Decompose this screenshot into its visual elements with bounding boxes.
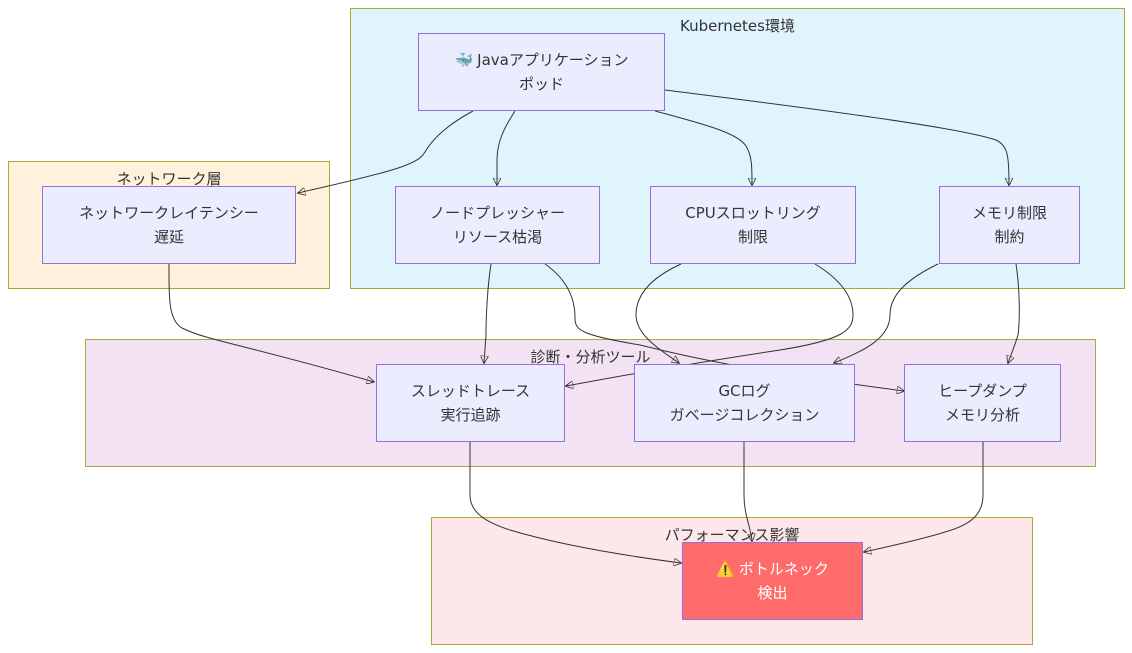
- node-cpu-throttling[interactable]: CPUスロットリング 制限: [650, 186, 856, 264]
- cluster-title-performance: パフォーマンス影響: [664, 526, 800, 544]
- node-memory-limit[interactable]: メモリ制限 制約: [939, 186, 1080, 264]
- node-thread-trace-line2: 実行追跡: [440, 406, 501, 424]
- node-heap-dump-line1: ヒープダンプ: [938, 382, 1027, 400]
- node-node-pressure-line2: リソース枯渇: [452, 228, 543, 246]
- node-gc-log[interactable]: GCログ ガベージコレクション: [634, 364, 855, 442]
- cluster-title-network: ネットワーク層: [116, 170, 222, 188]
- node-java-pod[interactable]: 🐳Javaアプリケーション ポッド: [418, 33, 665, 111]
- node-heap-dump[interactable]: ヒープダンプ メモリ分析: [904, 364, 1061, 442]
- node-bottleneck-line2: 検出: [757, 584, 788, 602]
- node-node-pressure-line1: ノードプレッシャー: [429, 204, 565, 222]
- node-memory-limit-line2: 制約: [994, 228, 1025, 246]
- warning-icon: ⚠️: [716, 560, 735, 578]
- node-heap-dump-line2: メモリ分析: [944, 406, 1020, 424]
- whale-icon: 🐳: [454, 51, 474, 69]
- node-java-pod-line2: ポッド: [518, 75, 564, 93]
- node-network-latency-line2: 遅延: [153, 228, 184, 246]
- cluster-title-kubernetes: Kubernetes環境: [680, 17, 795, 35]
- node-cpu-throttling-line1: CPUスロットリング: [685, 204, 821, 222]
- node-network-latency-line1: ネットワークレイテンシー: [79, 204, 259, 222]
- node-bottleneck-line1: ボトルネック: [738, 560, 829, 578]
- node-gc-log-line1: GCログ: [718, 382, 771, 400]
- node-node-pressure[interactable]: ノードプレッシャー リソース枯渇: [395, 186, 600, 264]
- node-thread-trace-line1: スレッドトレース: [410, 382, 531, 400]
- node-thread-trace[interactable]: スレッドトレース 実行追跡: [376, 364, 565, 442]
- node-java-pod-line1: Javaアプリケーション: [477, 51, 629, 69]
- node-bottleneck[interactable]: ⚠️ボトルネック 検出: [682, 542, 863, 620]
- node-memory-limit-line1: メモリ制限: [971, 204, 1047, 222]
- node-network-latency[interactable]: ネットワークレイテンシー 遅延: [42, 186, 296, 264]
- node-gc-log-line2: ガベージコレクション: [669, 406, 820, 424]
- node-cpu-throttling-line2: 制限: [737, 228, 768, 246]
